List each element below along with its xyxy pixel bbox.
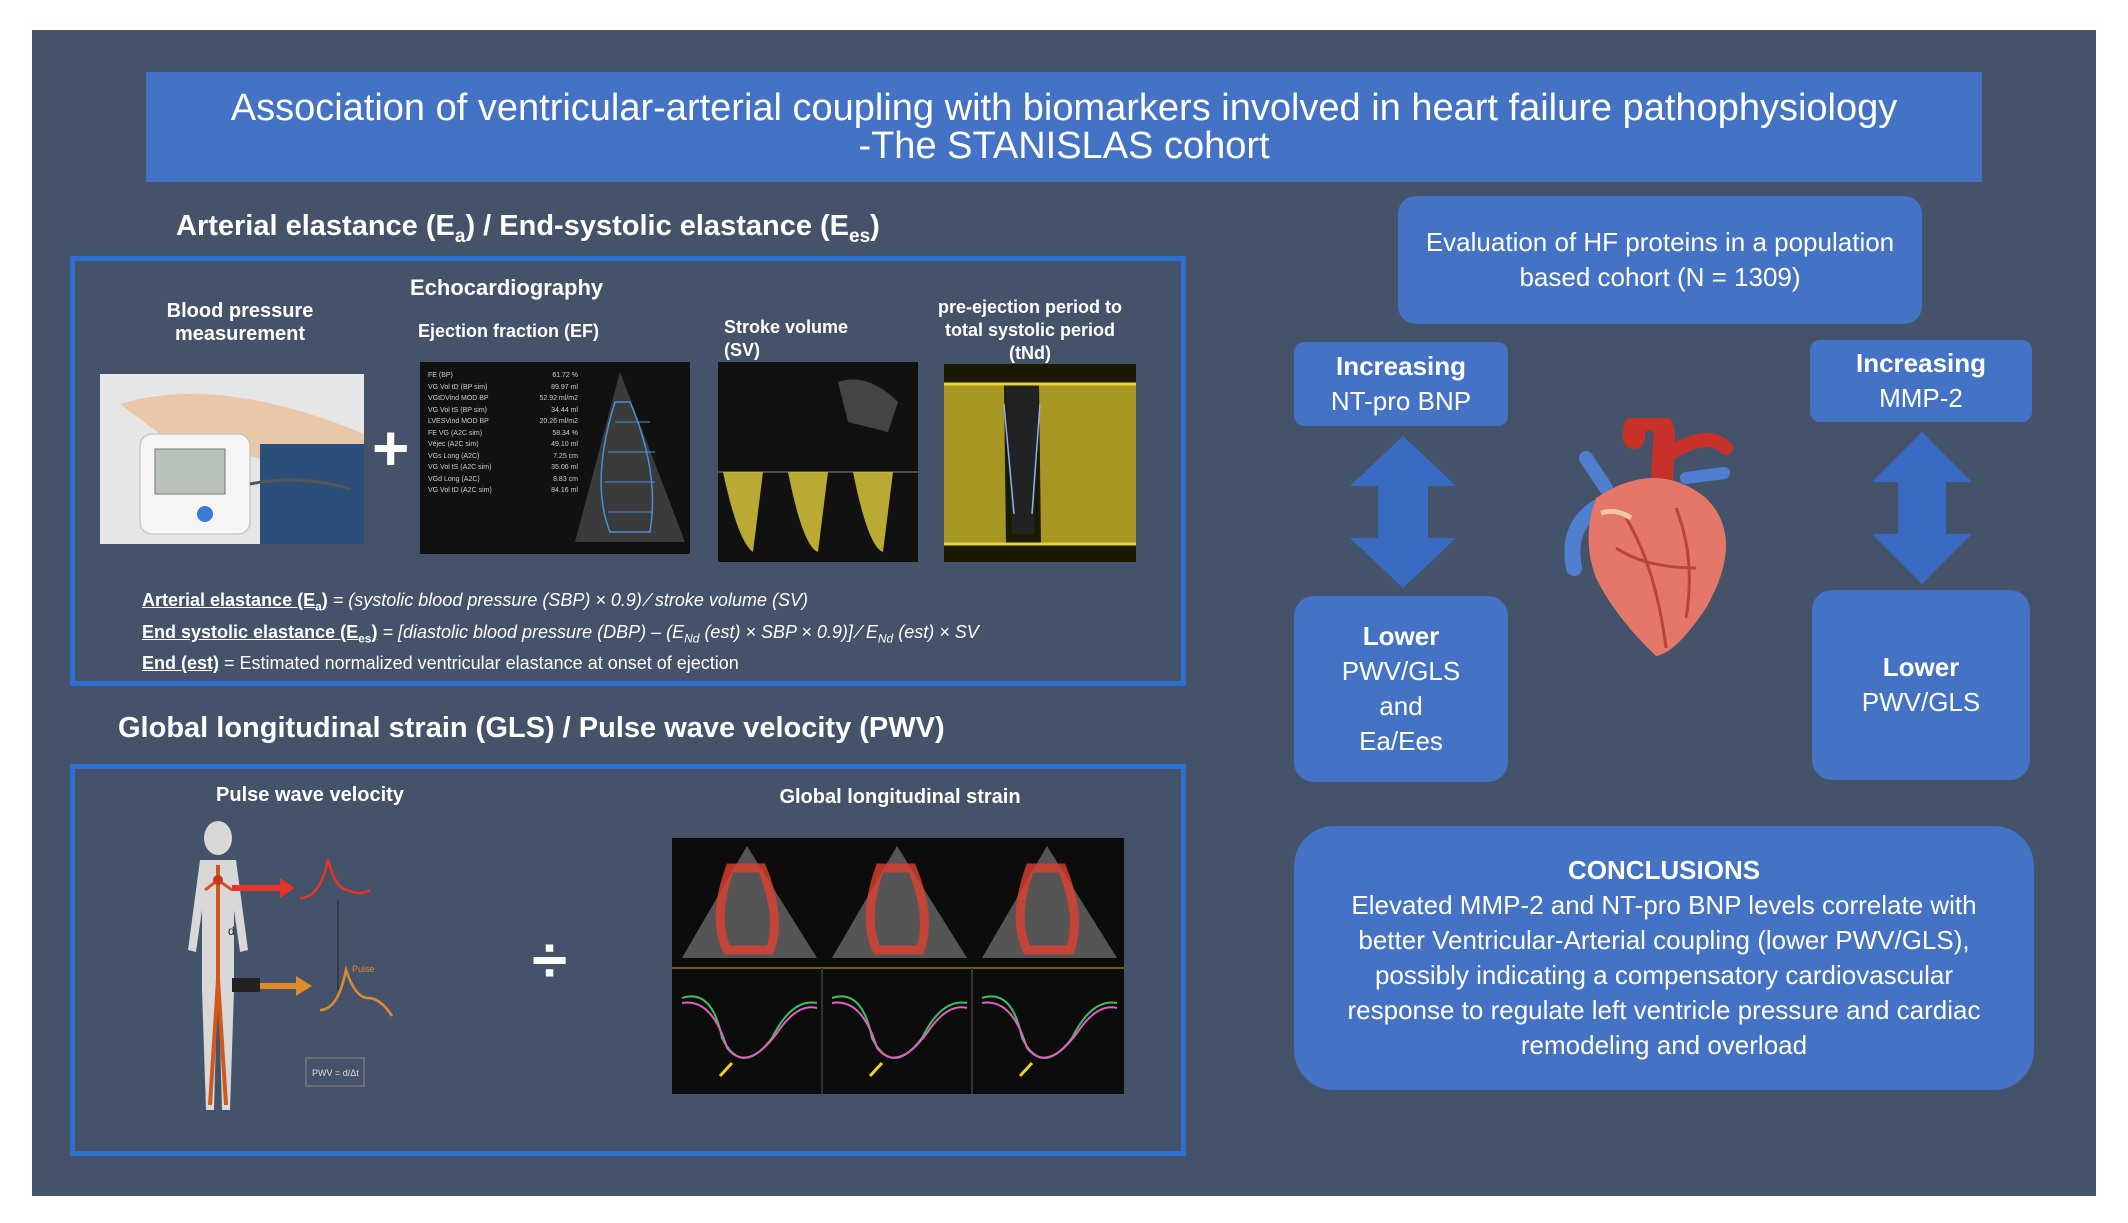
right-double-arrow-icon bbox=[1872, 432, 1972, 584]
ejection-fraction-echo: FE (BP) 61.72 % VG Vol tD (BP sim) 89.97 ml… bbox=[420, 362, 690, 554]
echo-measurements-table: FE (BP) 61.72 % VG Vol tD (BP sim) 89.97 ml… bbox=[428, 370, 578, 497]
echo-table-label: VGs Long (A2C) bbox=[428, 452, 480, 460]
tnd-doppler bbox=[944, 364, 1136, 562]
tnd-label: pre-ejection period to total systolic pe… bbox=[937, 297, 1123, 363]
section2-frame bbox=[70, 764, 1186, 1156]
title-line1: Association of ventricular-arterial coup… bbox=[230, 87, 1898, 129]
echo-table-value: 61.72 % bbox=[552, 372, 578, 379]
ef-label: Ejection fraction (EF) bbox=[418, 321, 600, 341]
echo-table-label: VG Vol tS (A2C sim) bbox=[428, 464, 492, 471]
echo-table-row: VG Vol tS (BP sim) 34.44 ml bbox=[428, 405, 578, 417]
echo-table-row: VGtDVind MOD BP 52.92 ml/m2 bbox=[428, 393, 578, 405]
echo-table-value: 35.06 ml bbox=[551, 464, 578, 471]
tnd-doppler-trace bbox=[944, 364, 1136, 562]
echo-table-label: VGtDVind MOD BP bbox=[428, 395, 489, 402]
echo-table-value: 7.25 cm bbox=[553, 452, 578, 460]
echo-table-row: VGs Long (A2C) 7.25 cm bbox=[428, 451, 578, 463]
lower-right-line2: PWV/GLS bbox=[1861, 687, 1981, 717]
increasing-ntprobnp-box: Increasing NT-pro BNP bbox=[1294, 342, 1508, 426]
section1-heading: Arterial elastance (Ea) / End-systolic e… bbox=[176, 210, 880, 247]
evaluation-text: Evaluation of HF proteins in a populatio… bbox=[1425, 227, 1895, 292]
section1-frame bbox=[70, 256, 1186, 686]
echo-table-row: VG Vol tD (A2C sim) 84.16 ml bbox=[428, 485, 578, 497]
divide-symbol: ÷ bbox=[532, 924, 568, 996]
echo-table-row: LVESVind MOD BP 20.26 ml/m2 bbox=[428, 416, 578, 428]
echo-table-label: VGd Long (A2C) bbox=[428, 475, 480, 483]
echo-table-label: VG Vol tD (A2C sim) bbox=[428, 487, 492, 494]
bp-label: Blood pressure measurement bbox=[166, 300, 314, 345]
echo-table-value: 8.83 cm bbox=[553, 475, 578, 483]
echo-table-row: VG Vol tS (A2C sim) 35.06 ml bbox=[428, 462, 578, 474]
bp-monitor-illustration bbox=[100, 374, 364, 544]
distance-d-text: d bbox=[228, 924, 235, 938]
lower-left-line2: PWV/GLS bbox=[1341, 656, 1461, 686]
lower-pwvgls-eaees-box: Lower PWV/GLS and Ea/Ees bbox=[1294, 596, 1508, 782]
formulas-block: Arterial elastance (Ea) = (systolic bloo… bbox=[142, 588, 1162, 676]
increasing-ntprobnp-line1: Increasing bbox=[1335, 351, 1467, 381]
blood-pressure-photo bbox=[100, 374, 364, 544]
echo-table-row: VG Vol tD (BP sim) 89.97 ml bbox=[428, 382, 578, 394]
echo-table-value: 52.92 ml/m2 bbox=[539, 395, 578, 402]
echo-cone bbox=[575, 372, 685, 542]
lower-left-line1: Lower bbox=[1362, 621, 1440, 651]
echo-table-label: FE VG (A2C sim) bbox=[428, 429, 483, 437]
echo-table-value: 34.44 ml bbox=[551, 406, 578, 414]
conclusions-box: CONCLUSIONS Elevated MMP-2 and NT-pro BN… bbox=[1294, 826, 2034, 1090]
sv-doppler-trace bbox=[718, 362, 918, 562]
ees-formula: End systolic elastance (Ees) = [diastoli… bbox=[142, 621, 979, 646]
lower-pwvgls-box: Lower PWV/GLS bbox=[1812, 590, 2030, 780]
increasing-mmp2-line2: MMP-2 bbox=[1879, 383, 1963, 413]
echo-label: Echocardiography bbox=[410, 275, 604, 300]
echo-table-value: 89.97 ml bbox=[551, 383, 578, 391]
body-arterial-diagram: Pulse d PWV = d/Δt bbox=[188, 821, 394, 1110]
increasing-ntprobnp-line2: NT-pro BNP bbox=[1330, 386, 1472, 416]
sv-label: Stroke volume (SV) bbox=[724, 317, 849, 360]
pwv-label: Pulse wave velocity bbox=[216, 784, 404, 806]
left-double-arrow-icon bbox=[1350, 436, 1456, 588]
title-line2: -The STANISLAS cohort bbox=[858, 125, 1270, 167]
echo-table-label: VG Vol tD (BP sim) bbox=[428, 383, 488, 391]
echo-table-row: FE (BP) 61.72 % bbox=[428, 370, 578, 382]
gls-view-2 bbox=[832, 846, 967, 958]
echo-table-row: FE VG (A2C sim) 58.34 % bbox=[428, 428, 578, 440]
echo-table-value: 84.16 ml bbox=[551, 487, 578, 494]
echo-table-value: 49.10 ml bbox=[551, 441, 578, 448]
lower-right-line1: Lower bbox=[1882, 652, 1960, 682]
end-definition: End (est) = Estimated normalized ventric… bbox=[142, 653, 739, 674]
echo-table-label: Véjec (A2C sim) bbox=[428, 441, 479, 448]
conclusions-text: Elevated MMP-2 and NT-pro BNP levels cor… bbox=[1347, 890, 1981, 1060]
echo-table-value: 20.26 ml/m2 bbox=[539, 418, 578, 425]
echo-table-value: 58.34 % bbox=[552, 429, 578, 437]
echo-table-row: VGd Long (A2C) 8.83 cm bbox=[428, 474, 578, 486]
echo-table-label: VG Vol tS (BP sim) bbox=[428, 406, 487, 414]
echo-table-row: Véjec (A2C sim) 49.10 ml bbox=[428, 439, 578, 451]
pwv-formula-text: PWV = d/Δt bbox=[312, 1068, 359, 1078]
section2-heading: Global longitudinal strain (GLS) / Pulse… bbox=[118, 712, 945, 744]
lower-left-line4: Ea/Ees bbox=[1359, 726, 1443, 756]
plus-symbol: + bbox=[372, 412, 410, 484]
echo-table-label: LVESVind MOD BP bbox=[428, 418, 489, 425]
lower-left-line3: and bbox=[1379, 691, 1423, 721]
gls-strain-images bbox=[672, 838, 1124, 1094]
gls-view-3 bbox=[982, 846, 1117, 958]
conclusions-title: CONCLUSIONS bbox=[1567, 855, 1761, 885]
ea-formula: Arterial elastance (Ea) = (systolic bloo… bbox=[142, 590, 808, 614]
increasing-mmp2-line1: Increasing bbox=[1855, 348, 1987, 378]
stroke-volume-doppler bbox=[718, 362, 918, 562]
evaluation-box: Evaluation of HF proteins in a populatio… bbox=[1398, 196, 1922, 324]
pwv-illustration: Pulse d PWV = d/Δt bbox=[170, 820, 460, 1120]
echo-table-label: FE (BP) bbox=[428, 372, 453, 379]
pulse-text: Pulse bbox=[352, 964, 375, 974]
gls-label: Global longitudinal strain bbox=[779, 786, 1021, 808]
increasing-mmp2-box: Increasing MMP-2 bbox=[1810, 340, 2032, 422]
gls-echo-panel bbox=[672, 838, 1124, 1094]
gls-view-1 bbox=[682, 846, 817, 958]
heart-icon bbox=[1564, 418, 1733, 656]
title-banner: Association of ventricular-arterial coup… bbox=[146, 72, 1982, 182]
